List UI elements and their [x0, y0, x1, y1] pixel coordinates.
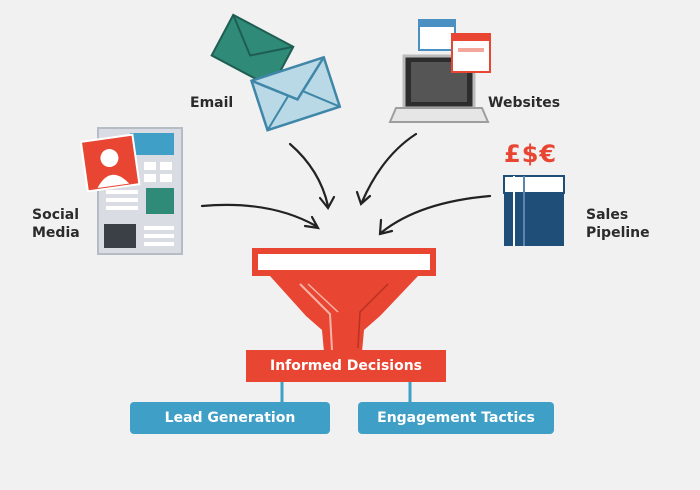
arrow-sales — [380, 194, 492, 234]
sales-pipeline-label-line2: Pipeline — [586, 225, 650, 241]
social-media-label-line2: Media — [32, 225, 80, 241]
sales-chart-icon — [503, 175, 565, 246]
social-media-label: Social Media — [32, 206, 80, 242]
engagement-tactics-pill: Engagement Tactics — [358, 402, 554, 434]
informed-decisions-box: Informed Decisions — [246, 350, 446, 382]
connectors — [280, 380, 412, 404]
arrow-social — [200, 203, 318, 228]
sales-pipeline-label-line1: Sales — [586, 207, 629, 223]
arrow-email — [288, 142, 330, 208]
email-label: Email — [190, 95, 234, 111]
websites-label: Websites — [488, 95, 561, 111]
sales-pipeline-label: Sales Pipeline — [586, 206, 650, 242]
social-media-icon — [79, 127, 183, 255]
funnel — [252, 248, 436, 352]
social-media-label-line1: Social — [32, 207, 80, 223]
arrows — [200, 132, 492, 236]
laptop-icon — [388, 19, 491, 123]
lead-generation-pill: Lead Generation — [130, 402, 330, 434]
arrow-websites — [360, 132, 418, 204]
currency-symbols: £$€ — [504, 140, 558, 168]
email-icon — [210, 13, 342, 132]
